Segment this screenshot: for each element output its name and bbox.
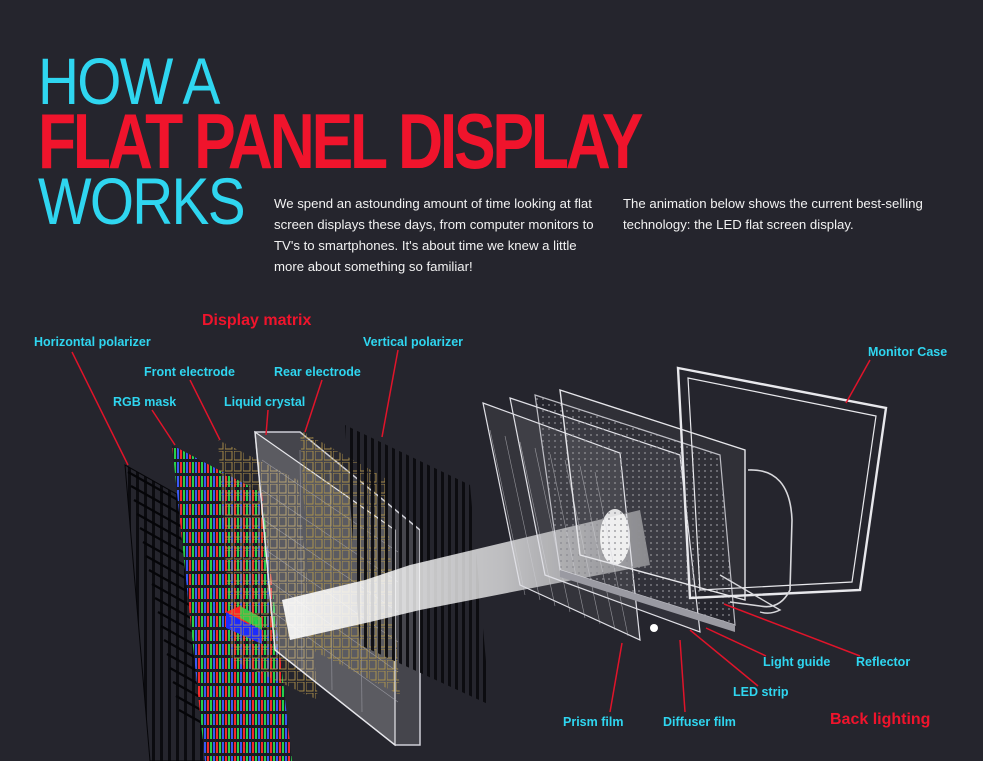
leader-monitor-case	[845, 359, 871, 404]
leader-diffuser-film	[679, 639, 686, 713]
label-reflector: Reflector	[856, 655, 911, 669]
leader-light-guide	[705, 627, 767, 657]
leader-vertical-polarizer	[381, 349, 399, 438]
monitor-case-base	[719, 574, 782, 614]
title-line-flat-panel-display: FLAT PANEL DISPLAY	[38, 97, 643, 185]
label-light-guide: Light guide	[763, 655, 831, 669]
label-front-electrode: Front electrode	[144, 365, 235, 379]
leader-prism-film	[609, 642, 623, 713]
leader-lines	[71, 349, 871, 713]
leader-reflector	[723, 603, 861, 657]
title-line-how-a: HOW A	[38, 44, 220, 118]
intro-paragraph-2: The animation below shows the current be…	[623, 196, 923, 232]
label-prism-film: Prism film	[563, 715, 624, 729]
leader-led-strip	[689, 629, 759, 687]
label-vertical-polarizer: Vertical polarizer	[363, 335, 464, 349]
led-strip-bar	[560, 570, 735, 632]
label-diffuser-film: Diffuser film	[663, 715, 736, 729]
leader-rgb-mask	[151, 409, 176, 446]
leader-liquid-crystal	[265, 409, 269, 436]
back-lighting-group-label: Back lighting	[830, 711, 931, 728]
reflector-sheet	[559, 388, 746, 601]
leader-horizontal-polarizer	[71, 351, 129, 466]
led-strip-light	[650, 624, 658, 632]
label-led-strip: LED strip	[733, 685, 789, 699]
monitor-case-frame	[676, 366, 888, 600]
label-rgb-mask: RGB mask	[113, 395, 177, 409]
monitor-case-stand	[729, 469, 793, 608]
intro-paragraph-1: We spend an astounding amount of time lo…	[274, 196, 594, 274]
leader-front-electrode	[189, 379, 221, 441]
display-matrix-group-label: Display matrix	[202, 312, 312, 329]
leader-rear-electrode	[304, 379, 323, 433]
label-liquid-crystal: Liquid crystal	[224, 395, 306, 409]
label-monitor-case: Monitor Case	[868, 345, 948, 359]
monitor-case-inner	[687, 377, 877, 591]
label-rear-electrode: Rear electrode	[274, 365, 361, 379]
title-line-works: WORKS	[38, 164, 246, 238]
label-horizontal-polarizer: Horizontal polarizer	[34, 335, 151, 349]
